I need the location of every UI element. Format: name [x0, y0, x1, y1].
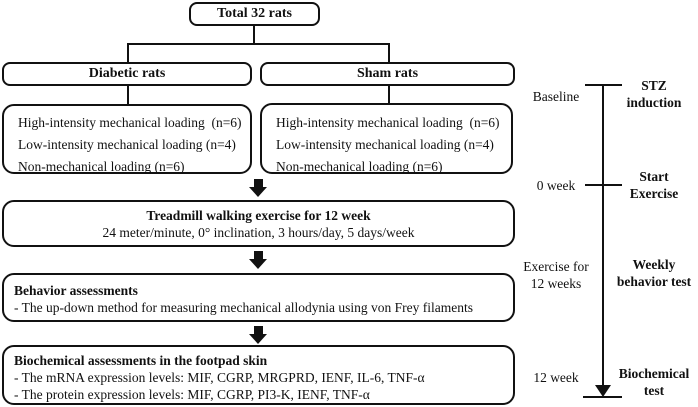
- total-rats-box: Total 32 rats: [189, 2, 320, 26]
- connector-diabetic-drop: [127, 45, 129, 62]
- down-arrow-3: [249, 326, 267, 344]
- timeline-time-0week: 0 week: [536, 178, 576, 193]
- timeline-time-baseline: Baseline: [532, 89, 580, 104]
- timeline-event-weekly-behavior-test: Weekly behavior test: [616, 257, 692, 289]
- connector-split-horizontal: [127, 43, 390, 45]
- behavior-title: Behavior assessments: [14, 283, 138, 298]
- connector-total-down: [253, 26, 255, 43]
- treadmill-detail: 24 meter/minute, 0° inclination, 3 hours…: [102, 225, 415, 240]
- treadmill-exercise-box: Treadmill walking exercise for 12 week 2…: [2, 200, 515, 247]
- sham-groups-box: High-intensity mechanical loading (n=6) …: [260, 103, 513, 174]
- sham-group-high: High-intensity mechanical loading (n=6): [276, 115, 500, 130]
- biochemical-title: Biochemical assessments in the footpad s…: [14, 353, 268, 368]
- connector-sham-group: [388, 86, 390, 103]
- sham-rats-box: Sham rats: [260, 62, 515, 86]
- biochemical-assessments-box: Biochemical assessments in the footpad s…: [2, 345, 515, 405]
- diabetic-group-non: Non-mechanical loading (n=6): [18, 159, 185, 174]
- sham-group-low: Low-intensity mechanical loading (n=4): [276, 137, 494, 152]
- timeline-tick-0week: [585, 184, 622, 186]
- behavior-assessments-box: Behavior assessments - The up-down metho…: [2, 273, 515, 322]
- timeline-arrowhead-icon: [595, 385, 611, 397]
- timeline-event-stz-induction: STZ induction: [626, 78, 682, 110]
- timeline-time-12week: 12 week: [533, 370, 579, 385]
- timeline-event-start-exercise: Start Exercise: [629, 169, 679, 201]
- diabetic-group-high: High-intensity mechanical loading (n=6): [18, 115, 242, 130]
- sham-group-non: Non-mechanical loading (n=6): [276, 159, 443, 174]
- biochemical-protein-item: - The protein expression levels: MIF, CG…: [14, 387, 370, 402]
- timeline-tick-baseline: [585, 84, 622, 86]
- connector-diabetic-group: [127, 86, 129, 104]
- behavior-item: - The up-down method for measuring mecha…: [14, 300, 474, 315]
- timeline-time-exercise-12weeks: Exercise for 12 weeks: [523, 259, 589, 291]
- timeline-event-biochemical-test: Biochemical test: [618, 366, 690, 398]
- timeline-axis: [602, 85, 604, 386]
- down-arrow-1: [249, 179, 267, 197]
- treadmill-title: Treadmill walking exercise for 12 week: [146, 208, 371, 223]
- down-arrow-2: [249, 251, 267, 269]
- diabetic-groups-box: High-intensity mechanical loading (n=6) …: [2, 104, 252, 174]
- connector-sham-drop: [388, 45, 390, 62]
- diabetic-group-low: Low-intensity mechanical loading (n=4): [18, 137, 236, 152]
- biochemical-mrna-item: - The mRNA expression levels: MIF, CGRP,…: [14, 370, 425, 385]
- diabetic-rats-box: Diabetic rats: [2, 62, 252, 86]
- timeline-end-bar: [583, 396, 622, 398]
